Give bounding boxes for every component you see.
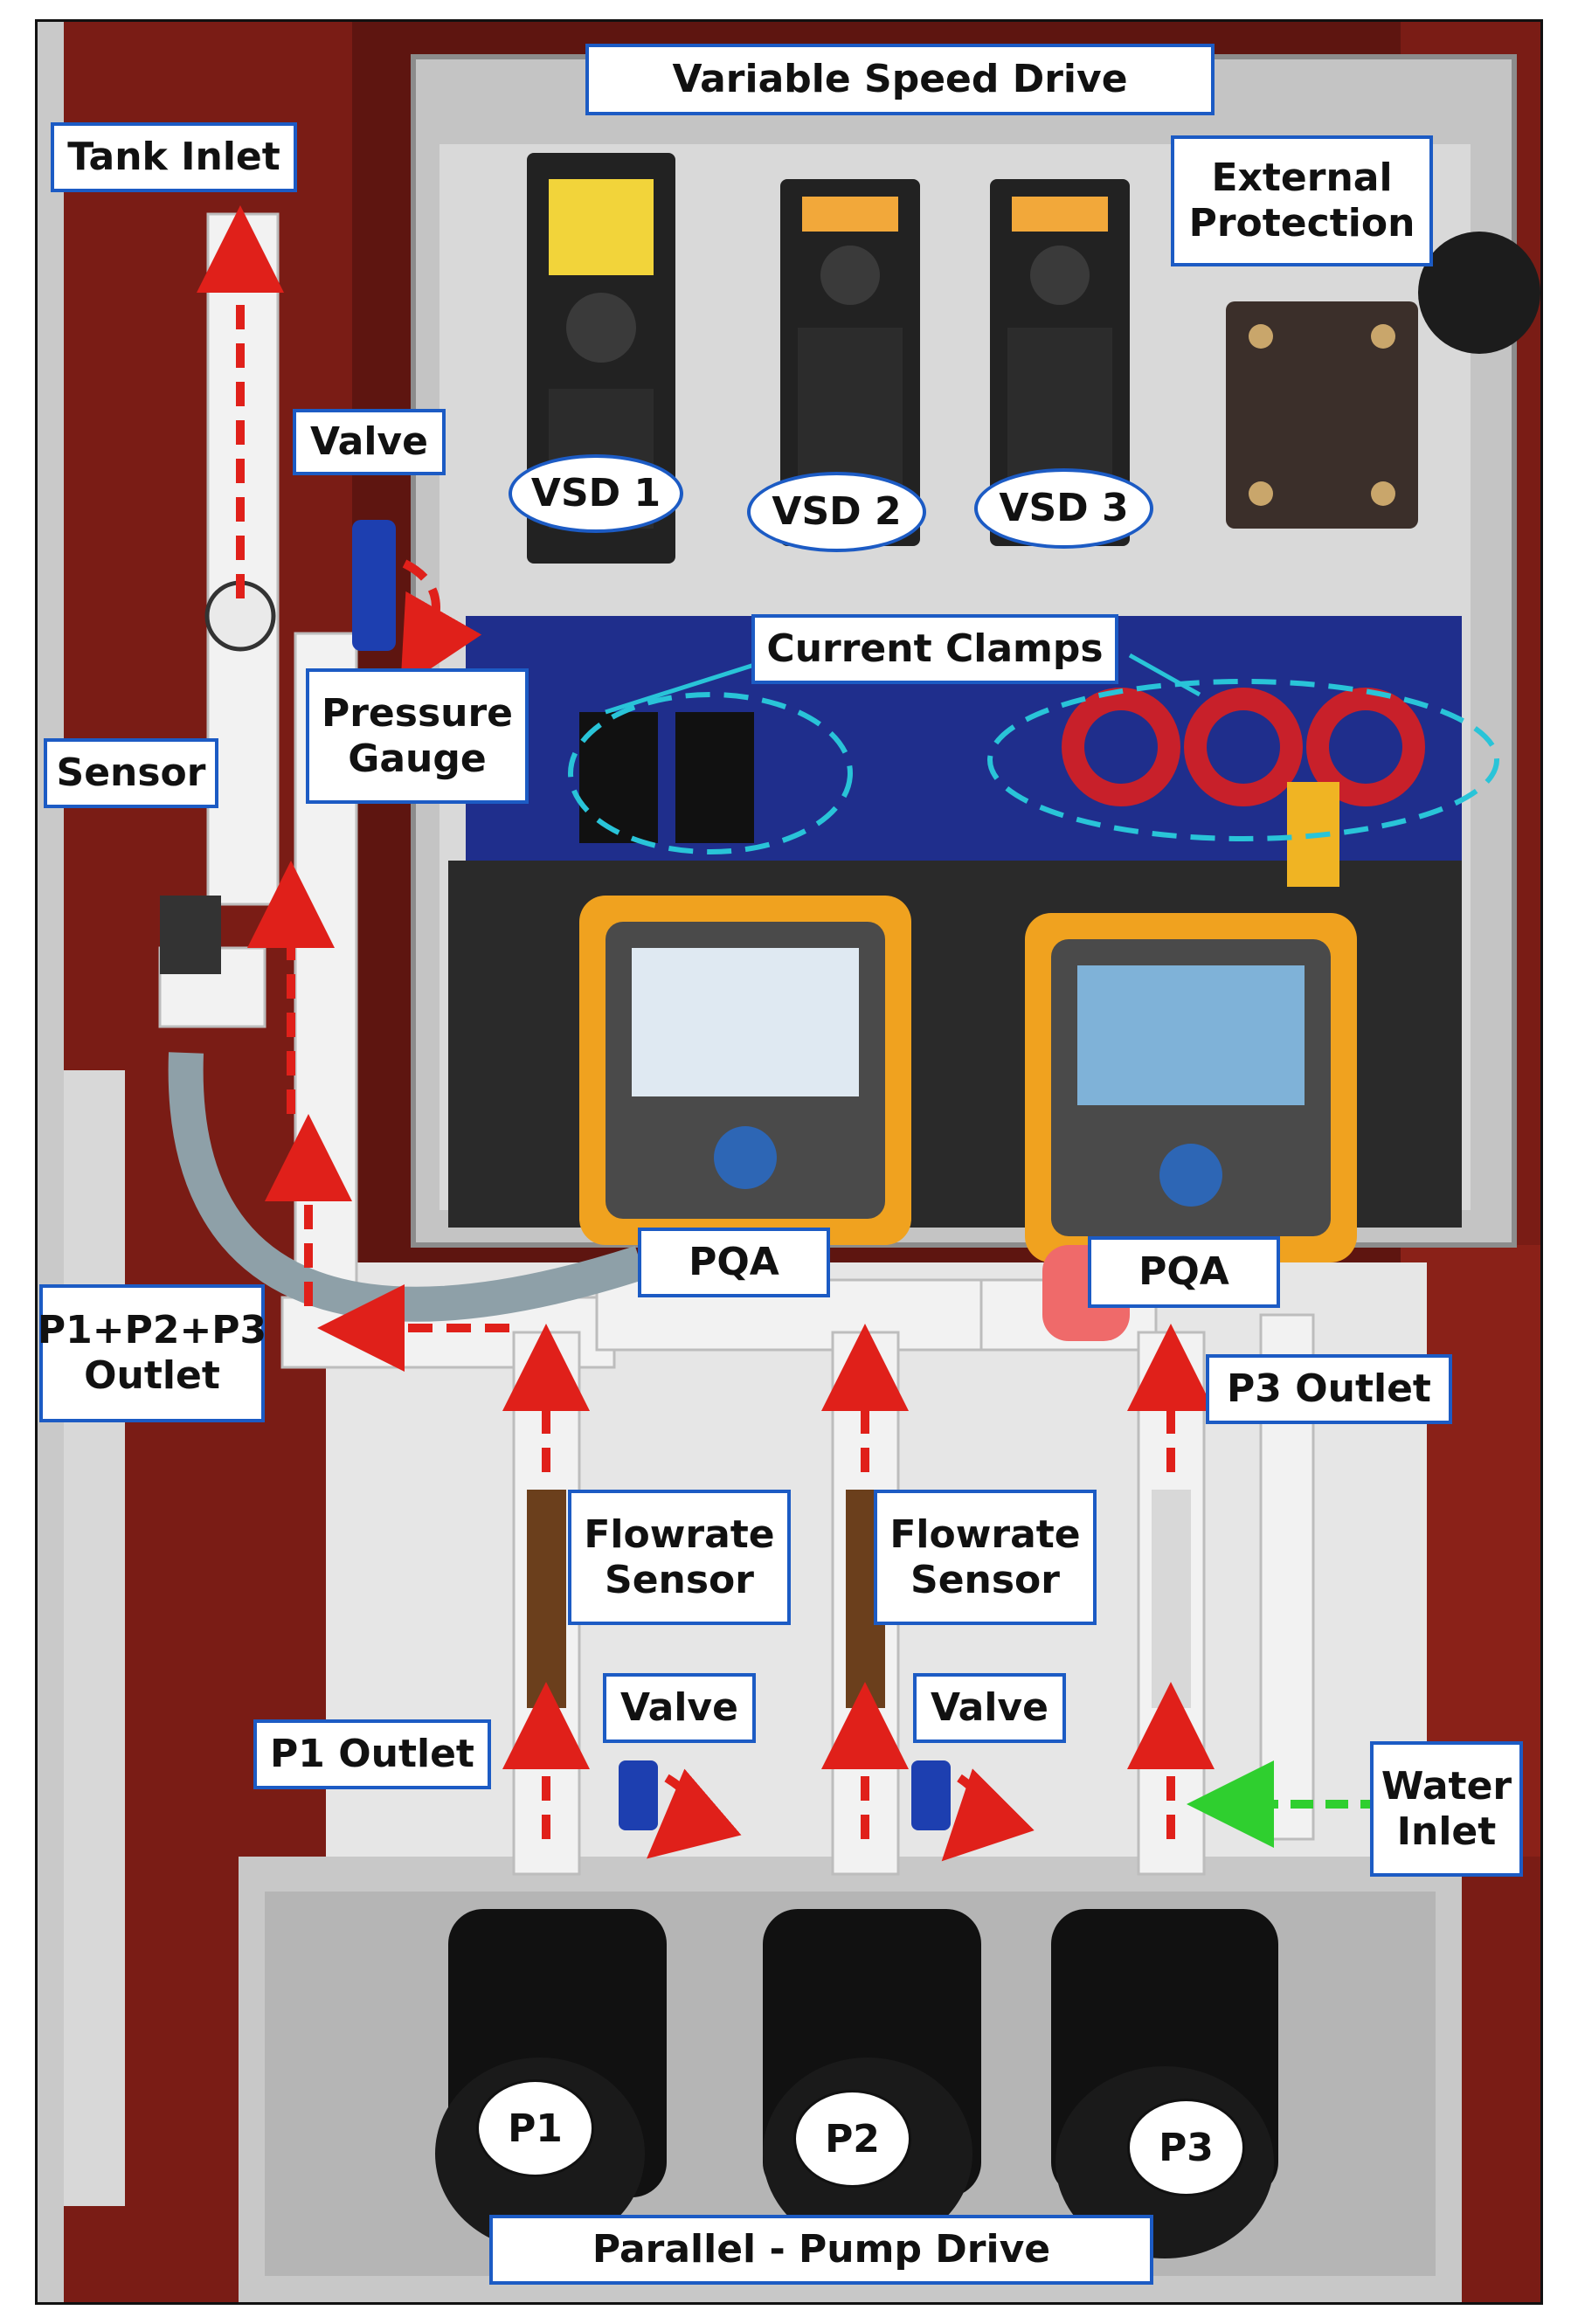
label-current-clamps: Current Clamps [751, 614, 1118, 684]
label-sensor: Sensor [44, 738, 218, 808]
current-clamps-right [1062, 688, 1425, 887]
label-pressure-gauge: Pressure Gauge [306, 668, 529, 804]
label-p1-outlet: P1 Outlet [253, 1719, 491, 1789]
pump-1-body [435, 1909, 667, 2250]
flow-arrows [197, 205, 1215, 1862]
label-tank-inlet: Tank Inlet [51, 122, 297, 192]
label-pump-1: P1 [476, 2079, 594, 2177]
pump-3-body [1051, 1909, 1278, 2258]
label-flowrate-sensor-right: Flowrate Sensor [874, 1490, 1097, 1625]
label-flowrate-sensor-left: Flowrate Sensor [568, 1490, 791, 1625]
label-pump-2: P2 [793, 2090, 911, 2188]
label-parallel-pump-drive: Parallel - Pump Drive [489, 2215, 1153, 2285]
label-pqa-left: PQA [638, 1228, 830, 1297]
label-vsd-1: VSD 1 [509, 454, 683, 533]
label-pump-3: P3 [1127, 2099, 1245, 2196]
pump-2-body [763, 1909, 981, 2250]
label-pqa-right: PQA [1088, 1236, 1280, 1308]
test-rig-photo [38, 22, 1540, 2302]
protection-contactor [1226, 301, 1418, 529]
label-vsd-2: VSD 2 [747, 472, 926, 552]
label-external-protection: External Protection [1171, 135, 1433, 266]
label-variable-speed-drive: Variable Speed Drive [585, 44, 1215, 115]
label-combined-outlet: P1+P2+P3 Outlet [38, 1284, 266, 1422]
label-vsd-3: VSD 3 [974, 468, 1153, 549]
photo-frame [35, 19, 1543, 2305]
pqa-left-device [579, 896, 911, 1245]
label-valve-top: Valve [293, 409, 446, 475]
label-water-inlet: Water Inlet [1370, 1741, 1523, 1877]
label-p3-outlet: P3 Outlet [1206, 1354, 1452, 1424]
label-valve-right: Valve [913, 1673, 1066, 1743]
label-valve-left: Valve [603, 1673, 756, 1743]
pqa-right-device [1025, 913, 1357, 1262]
